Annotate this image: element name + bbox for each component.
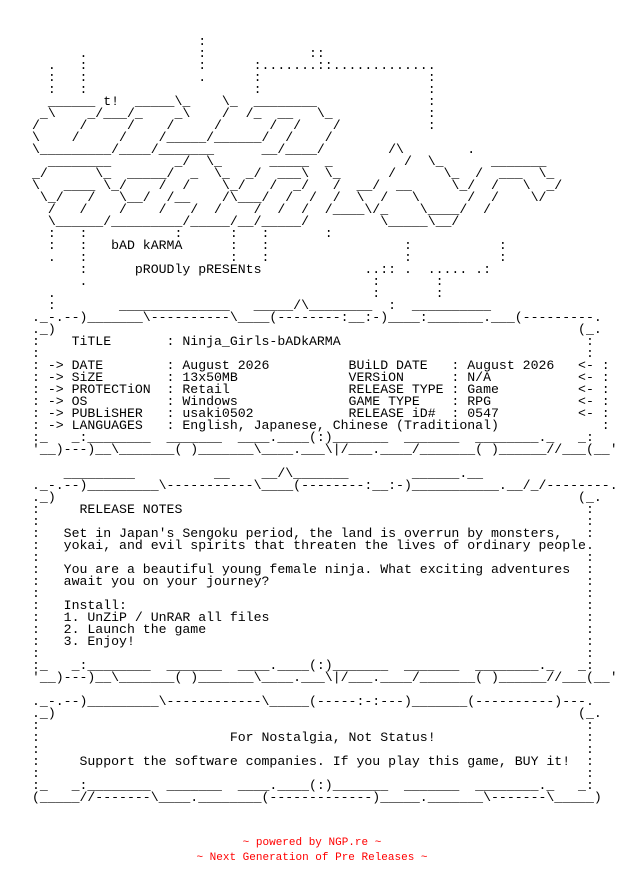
nfo-line: : : <box>32 742 594 757</box>
nfo-line: ._-.--)_________\-----------\____(------… <box>32 478 618 493</box>
nfo-line: : : : : : : <box>32 226 333 241</box>
nfo-line: : RELEASE NOTES : <box>32 502 594 517</box>
nfo-line: . : : :.......::............. <box>32 58 436 73</box>
nfo-line: : await you on your journey? : <box>32 574 594 589</box>
nfo-line: : -> OS : Windows GAME TYPE : RPG <- : <box>32 394 610 409</box>
tilde-left: ~ <box>242 837 250 849</box>
nfo-line: \______/_________/_____/__/_____/ \_____… <box>32 214 476 229</box>
nfo-line: . : : : : : <box>32 250 507 265</box>
nfo-line: : : <box>32 718 594 733</box>
nfo-line: \_/ / \__/ /__ /\___/ / / / \ / \ / / \/ <box>32 190 547 205</box>
nfo-line: : -> SiZE : 13x50MB VERSiON : N/A <- : <box>32 370 610 385</box>
nfo-line: :_ _:________ _______ ____.____(:)______… <box>32 778 594 793</box>
nfo-line: : You are a beautiful young female ninja… <box>32 562 594 577</box>
nfo-line: : Support the software companies. If you… <box>32 754 594 769</box>
nfo-line: . : :: <box>32 46 325 61</box>
nfo-line: : -> LANGUAGES : English, Japanese, Chin… <box>32 418 610 433</box>
nfo-line: _/ \_ _____/ _ \_ _/ ___\ \_ / \_ / ___ … <box>32 166 555 181</box>
nfo-line: \ / / /_____/______/ / / <box>32 130 349 145</box>
nfo-line: : : <box>32 766 594 781</box>
nfo-line: : -> DATE : August 2026 BUiLD DATE : Aug… <box>32 358 610 373</box>
nfo-line: : pROUDly pRESENts ..:: . ..... .: <box>32 262 491 277</box>
nfo-line: : <box>32 34 207 49</box>
nfo-line: : : <box>32 550 594 565</box>
nfo-text-block: : . : :: . : : :.......::............. :… <box>32 34 618 805</box>
nfo-line: ._) (_. <box>32 322 602 337</box>
tilde-right: ~ <box>420 852 428 864</box>
nfo-line: : For Nostalgia, Not Status! : <box>32 730 594 745</box>
nfo-line: : Install: : <box>32 598 594 613</box>
nfo-line: ________ _/ \_ _____ _ / \_ _______ <box>32 154 547 169</box>
tagline-text: Next Generation of Pre Releases <box>209 852 415 864</box>
nfo-line: : : bAD kARMA : : : : <box>32 238 507 253</box>
powered-by-text: powered by NGP.re <box>255 837 369 849</box>
tilde-right: ~ <box>374 837 382 849</box>
nfo-line: : : <box>32 646 594 661</box>
nfo-line: / / / / / / / / / /____\/_ \____/ / <box>32 202 491 217</box>
footer-powered-by: ~ powered by NGP.re ~ <box>0 836 624 851</box>
nfo-line: : -> PROTECTiON : Retail RELEASE TYPE : … <box>32 382 610 397</box>
nfo-line: _________ __ __/\_______ ______.__ <box>32 466 484 481</box>
nfo-line: : : <box>32 346 594 361</box>
nfo-line: : Set in Japan's Sengoku period, the lan… <box>32 526 594 541</box>
nfo-line: : 1. UnZiP / UnRAR all files : <box>32 610 594 625</box>
nfo-line: ._-.--)_______\----------\____(--------:… <box>32 310 602 325</box>
nfo-line: ._-.--)_________\------------\_____(----… <box>32 694 594 709</box>
nfo-line: : yokai, and evil spirits that threaten … <box>32 538 594 553</box>
nfo-line: ._) (_. <box>32 706 602 721</box>
nfo-line: / / / / / / / / : <box>32 118 436 133</box>
nfo-line: '__)---)__\_______( )_______\____.___\|/… <box>32 670 618 685</box>
nfo-line: (_____//-------\____.________(----------… <box>32 790 602 805</box>
nfo-line: : : <box>32 514 594 529</box>
nfo-line: : ______________ _____/\________ : _____… <box>32 298 491 313</box>
nfo-line: : -> PUBLiSHER : usaki0502 RELEASE iD# :… <box>32 406 610 421</box>
nfo-line: : 3. Enjoy! : <box>32 634 594 649</box>
nfo-line: :_ _:________ _______ ____.____(:)______… <box>32 658 594 673</box>
nfo-line: ______ t! _____\_ \_ ________ : <box>32 94 436 109</box>
nfo-line: . : : <box>32 286 444 301</box>
nfo-line: ._) (_. <box>32 490 602 505</box>
nfo-line: '__)---)__\_______( )_______\____.___\|/… <box>32 442 618 457</box>
footer-tagline: ~ Next Generation of Pre Releases ~ <box>0 851 624 866</box>
nfo-line: : : : : <box>32 82 436 97</box>
nfo-line: : TiTLE : Ninja_Girls-bADkARMA : <box>32 334 594 349</box>
nfo-line: : 2. Launch the game : <box>32 622 594 637</box>
nfo-line: \_________/____/_______ __/____/ /\ . <box>32 142 476 157</box>
nfo-line: : : . : : <box>32 70 436 85</box>
nfo-line: : : <box>32 586 594 601</box>
nfo-line: _\ _/___/_ _\ / /_ __ \_ : <box>32 106 436 121</box>
nfo-line: :_ _:________ _______ ____.____(:)______… <box>32 430 594 445</box>
nfo-line: . : : <box>32 274 444 289</box>
tilde-left: ~ <box>196 852 204 864</box>
nfo-line: \ ____ \_/ / / \_/ / _/ / __/ __ \_/ / \… <box>32 178 563 193</box>
